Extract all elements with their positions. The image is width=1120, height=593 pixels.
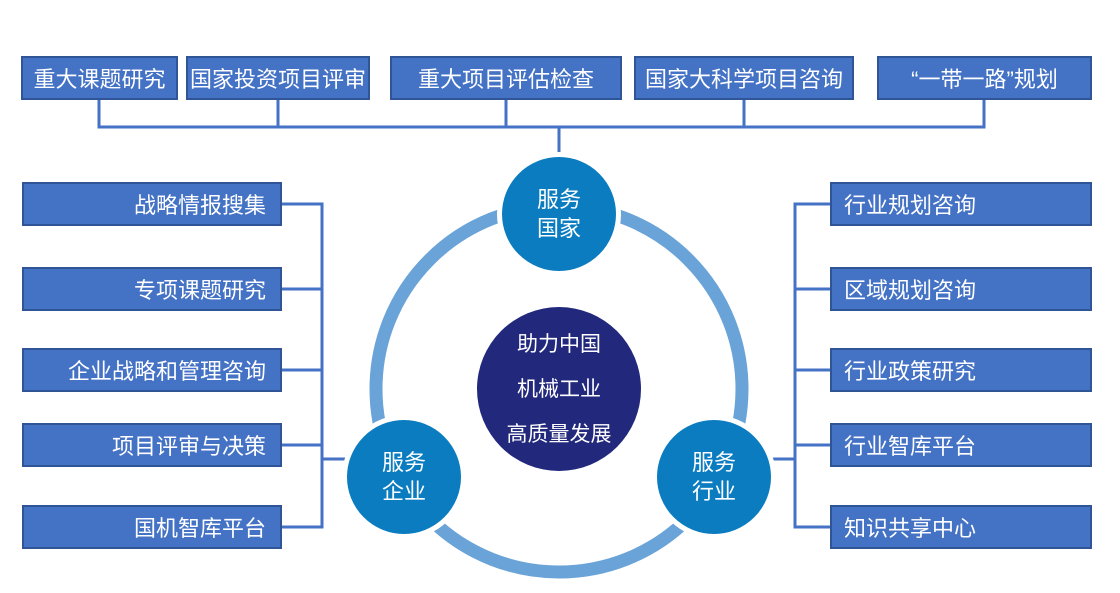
country-item-box: 国家大科学项目咨询 — [634, 56, 854, 100]
enterprise-item-box: 专项课题研究 — [22, 267, 282, 311]
left-connectors — [282, 202, 362, 529]
country-item-box: “一带一路”规划 — [877, 56, 1092, 100]
country-item-box: 重大项目评估检查 — [390, 56, 622, 100]
country-item-box: 国家投资项目评审 — [186, 56, 370, 100]
top-connectors — [97, 100, 986, 160]
industry-item-box: 行业规划咨询 — [830, 182, 1092, 226]
center-goal-line: 助力中国 — [517, 332, 601, 356]
node-serve-country: 服务 国家 — [497, 152, 621, 276]
enterprise-item-box: 项目评审与决策 — [22, 423, 282, 467]
node-label-line: 服务 — [536, 187, 581, 212]
node-label-line: 行业 — [691, 479, 736, 504]
industry-item-box: 知识共享中心 — [830, 505, 1092, 549]
node-serve-enterprise: 服务 企业 — [342, 415, 466, 539]
industry-item-box: 区域规划咨询 — [830, 267, 1092, 311]
country-item-box: 重大课题研究 — [21, 56, 178, 100]
industry-item-box: 行业政策研究 — [830, 348, 1092, 392]
node-label-line: 服务 — [691, 450, 736, 475]
node-label-line: 服务 — [381, 450, 426, 475]
center-goal-line: 高质量发展 — [506, 422, 612, 446]
center-goal-line: 机械工业 — [517, 377, 601, 401]
enterprise-item-box: 战略情报搜集 — [22, 182, 282, 226]
node-serve-industry: 服务 行业 — [652, 415, 776, 539]
enterprise-item-box: 国机智库平台 — [22, 505, 282, 549]
industry-item-box: 行业智库平台 — [830, 423, 1092, 467]
node-label-line: 企业 — [381, 479, 426, 504]
center-goal-circle: 助力中国 机械工业 高质量发展 — [477, 307, 641, 471]
enterprise-item-box: 企业战略和管理咨询 — [22, 348, 282, 392]
node-label-line: 国家 — [536, 216, 581, 241]
